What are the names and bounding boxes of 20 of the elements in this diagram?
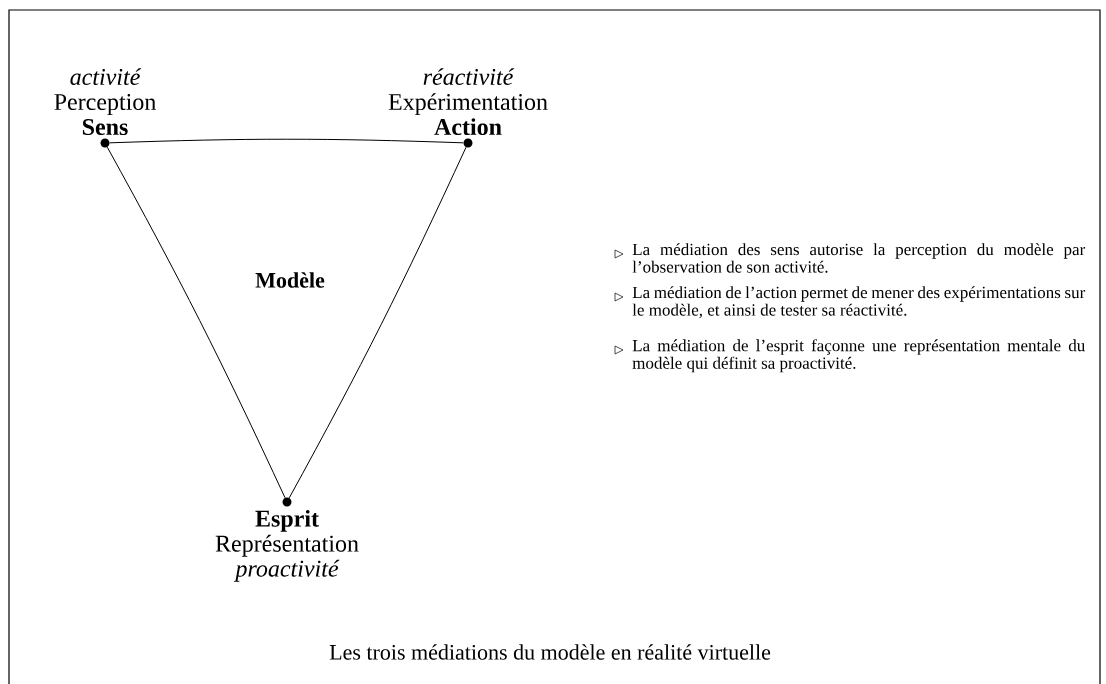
center-label: Modèle (255, 272, 325, 288)
bullet-text: La médiation des sens autorise la perception du modèle par l’observation de son activité. (632, 243, 1086, 273)
node-label: Perception (54, 93, 156, 115)
point-node: réactivité Expérimentation Action (388, 68, 548, 148)
point-node: activité Perception Sens (54, 68, 156, 148)
node-label: Expérimentation (388, 93, 548, 115)
node-label: Sens (82, 118, 128, 136)
line (106, 146, 286, 499)
node-label: Action (434, 118, 502, 136)
node-label: proactivité (234, 559, 340, 582)
node-label: activité (70, 68, 142, 86)
line (288, 146, 467, 499)
node-label: Représentation (215, 534, 359, 557)
bullet-text: La médiation de l’action permet de mener des expérimentations sur le modèle, et ainsi de tester sa réactivité. (632, 286, 1086, 319)
line (109, 138, 464, 144)
caption: Les trois médiations du modèle en réalité virtuelle (329, 644, 771, 660)
node-label: Esprit (255, 509, 319, 532)
point-node: Esprit Représentation proactivité (215, 497, 359, 582)
bullet-text: La médiation de l’esprit façonne une représentation mentale du modèle qui définit sa proactivité. (632, 339, 1085, 373)
node-label: réactivité (423, 68, 515, 86)
